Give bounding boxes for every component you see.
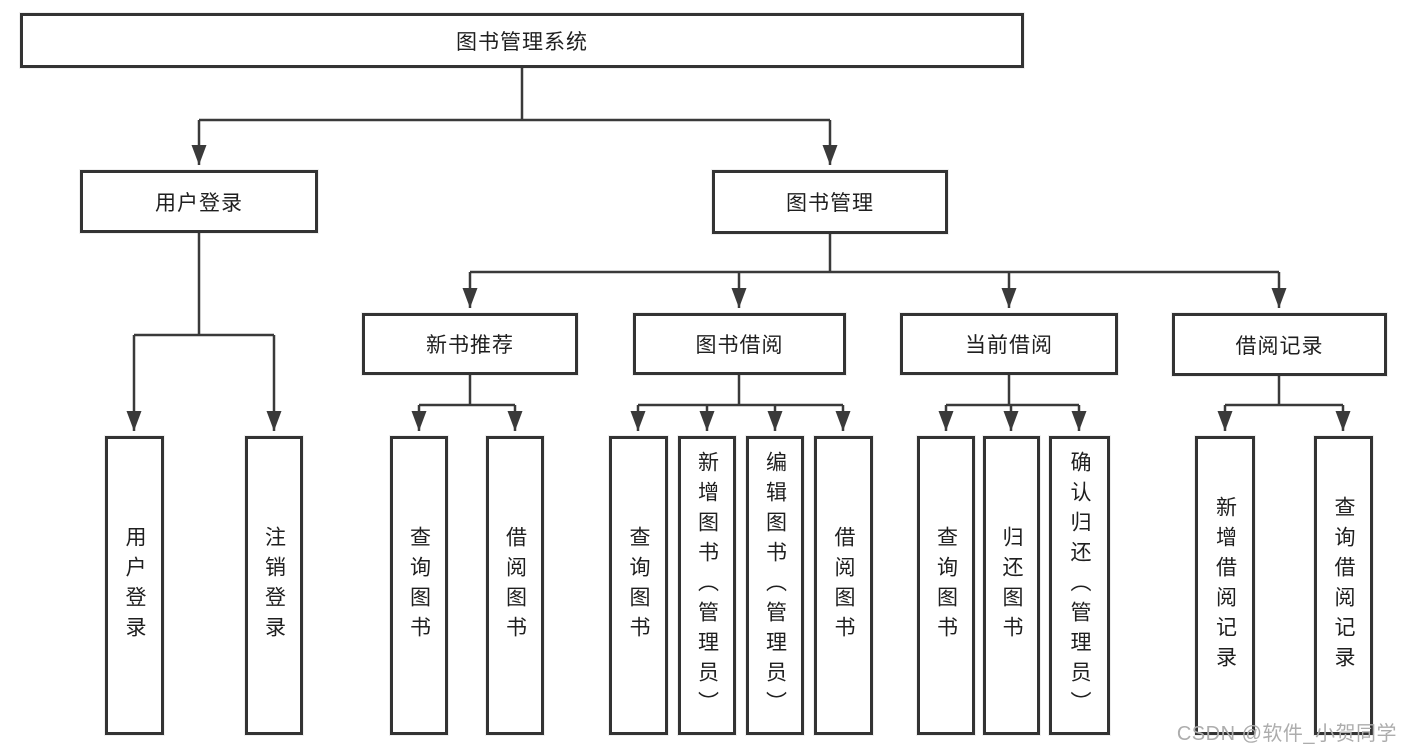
leaf-bb-edit-books-admin: 编辑图书（管理员） — [746, 436, 804, 735]
connector-borrow-records-rail — [1225, 376, 1343, 407]
connector-user-login-rail — [134, 233, 274, 337]
leaf-bb-edit-books-admin-label: 编辑图书（管理员） — [763, 450, 787, 721]
leaf-nb-query-books: 查询图书 — [390, 436, 448, 735]
leaf-bb-add-books-admin-label: 新增图书（管理员） — [695, 450, 719, 721]
node-current-borrowing: 当前借阅 — [900, 313, 1118, 375]
node-new-book-recommend: 新书推荐 — [362, 313, 578, 375]
node-user-login-label: 用户登录 — [155, 191, 243, 215]
connector-new-book-rail — [419, 375, 515, 407]
node-library-system-label: 图书管理系统 — [456, 30, 588, 54]
node-library-system: 图书管理系统 — [20, 13, 1024, 68]
node-current-borrowing-label: 当前借阅 — [965, 334, 1053, 357]
connector-book-borrowing-rail — [638, 375, 843, 407]
leaf-br-query-record: 查询借阅记录 — [1314, 436, 1373, 735]
leaf-nb-borrow-books-label: 借阅图书 — [503, 525, 527, 646]
leaf-cb-confirm-return-admin: 确认归还（管理员） — [1049, 436, 1110, 735]
leaf-bb-borrow-books-label: 借阅图书 — [832, 525, 855, 646]
leaf-cb-return-books-label: 归还图书 — [1000, 525, 1023, 646]
leaf-nb-query-books-label: 查询图书 — [407, 525, 431, 646]
leaf-cb-confirm-return-admin-label: 确认归还（管理员） — [1068, 450, 1091, 721]
leaf-bb-query-books: 查询图书 — [609, 436, 668, 735]
leaf-bb-borrow-books: 借阅图书 — [814, 436, 873, 735]
leaf-cb-query-books-label: 查询图书 — [934, 525, 958, 646]
leaf-cb-query-books: 查询图书 — [917, 436, 975, 735]
leaf-br-query-record-label: 查询借阅记录 — [1332, 495, 1355, 676]
leaf-user-login-label: 用户登录 — [123, 525, 146, 646]
leaf-br-add-record-label: 新增借阅记录 — [1213, 495, 1237, 676]
node-borrow-records: 借阅记录 — [1172, 313, 1387, 376]
connector-root-rail — [199, 68, 830, 122]
leaf-logout-label: 注销登录 — [262, 525, 286, 646]
node-user-login: 用户登录 — [80, 170, 318, 233]
leaf-bb-query-books-label: 查询图书 — [627, 525, 650, 646]
connector-current-borrowing-rail — [946, 375, 1079, 407]
leaf-user-login: 用户登录 — [105, 436, 164, 735]
node-book-management-label: 图书管理 — [786, 192, 874, 215]
node-borrow-records-label: 借阅记录 — [1235, 334, 1324, 358]
leaf-br-add-record: 新增借阅记录 — [1195, 436, 1255, 735]
leaf-cb-return-books: 归还图书 — [983, 436, 1040, 735]
node-book-borrowing-label: 图书借阅 — [695, 334, 784, 357]
leaf-nb-borrow-books: 借阅图书 — [486, 436, 544, 735]
node-book-borrowing: 图书借阅 — [633, 313, 846, 375]
node-new-book-recommend-label: 新书推荐 — [426, 334, 514, 357]
node-book-management: 图书管理 — [712, 170, 948, 234]
leaf-bb-add-books-admin: 新增图书（管理员） — [678, 436, 736, 735]
connector-book-management-rail — [470, 234, 1279, 274]
leaf-logout: 注销登录 — [245, 436, 303, 735]
csdn-watermark: CSDN @软件_小贺同学 — [1176, 723, 1397, 745]
